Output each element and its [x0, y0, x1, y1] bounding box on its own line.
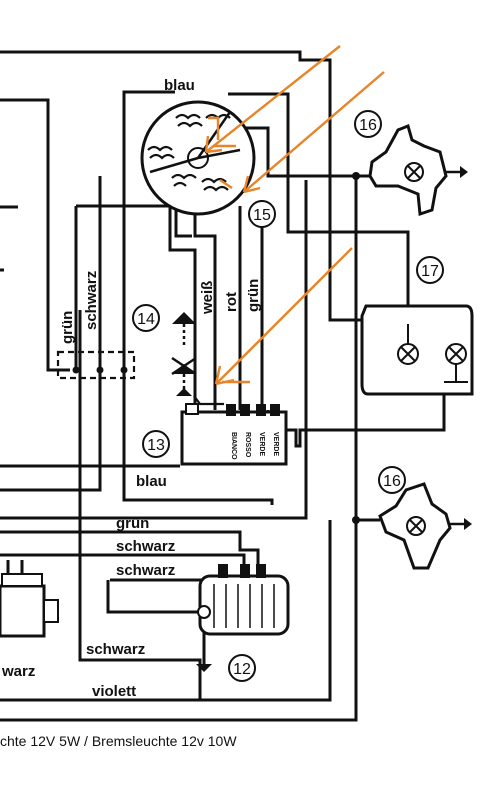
orange-arrow-2: [243, 71, 385, 193]
number-17: 17: [421, 263, 439, 280]
label-gruen-bottom: grün: [116, 515, 149, 532]
number-15: 15: [253, 207, 271, 224]
number-16-top: 16: [359, 117, 377, 134]
wire-violett: [0, 310, 202, 702]
wire-top-left: [0, 50, 372, 322]
label-gruen-left: grün: [59, 311, 76, 344]
wire-schwarz-low3: [106, 580, 200, 614]
label-schwarz-3: schwarz: [86, 641, 145, 658]
number-14: 14: [137, 311, 155, 328]
label-violett: violett: [92, 683, 136, 700]
label-blau-top: blau: [164, 77, 195, 94]
component-17: [360, 304, 474, 396]
bulb-holder-16-bottom: [378, 482, 472, 570]
wire-labels: blau grün schwarz weiß rot grün blau grü…: [1, 77, 262, 700]
orange-arrow-1: [205, 45, 341, 153]
left-bottom-component: [0, 573, 59, 638]
rectifier-12: [196, 564, 290, 672]
number-13: 13: [147, 437, 165, 454]
wire-stator-top-right: [0, 126, 358, 722]
label-gruen-right: grün: [245, 279, 262, 312]
wire-weiss: [193, 206, 217, 410]
label-schwarz-1: schwarz: [116, 538, 175, 555]
number-16-bottom: 16: [383, 473, 401, 490]
number-12: 12: [233, 661, 251, 678]
terminal-verde-1: VERDE: [258, 432, 265, 456]
wire-gruen-low: [0, 530, 260, 566]
stator-15: [140, 100, 256, 216]
bulb-holder-16-top: [368, 123, 468, 217]
label-blau-mid: blau: [136, 473, 167, 490]
label-schwarz-left: schwarz: [83, 271, 100, 330]
label-schwarz-partial: warz: [1, 663, 35, 680]
wire-stator-right: [228, 92, 410, 350]
caption: chte 12V 5W / Bremsleuchte 12v 10W: [0, 733, 237, 749]
wire-schwarz: [76, 204, 197, 410]
orange-arrow-3: [215, 247, 353, 385]
terminal-verde-2: VERDE: [272, 432, 279, 456]
orange-arrows: [204, 45, 385, 386]
terminal-bianco: BIANCO: [230, 432, 237, 460]
label-weiss: weiß: [199, 281, 216, 315]
connector-box: [56, 350, 136, 380]
label-rot: rot: [223, 292, 240, 312]
junctions: [72, 172, 360, 524]
regulator-13: BIANCO ROSSO VERDE VERDE: [180, 403, 288, 466]
orange-bracket-1: [208, 116, 236, 148]
label-schwarz-2: schwarz: [116, 562, 175, 579]
wire-gruen: [0, 176, 102, 492]
orange-bracket-2: [219, 179, 233, 189]
terminal-rosso: ROSSO: [244, 432, 251, 458]
component-numbers: 15 14 13 12 16 17 16: [132, 110, 444, 682]
wire-violett-2: [200, 520, 332, 702]
lamp-14: [171, 312, 224, 406]
